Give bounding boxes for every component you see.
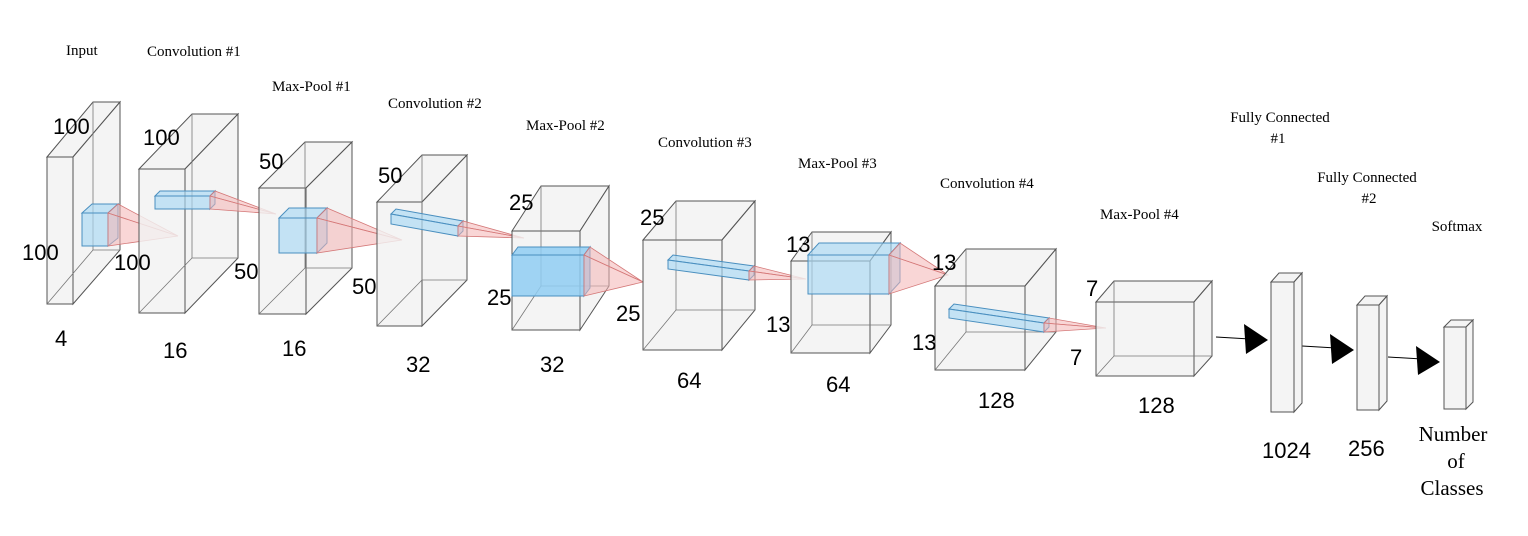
softmax-bar bbox=[1442, 318, 1475, 411]
conv1-depth: 16 bbox=[163, 338, 187, 363]
conv4-kernel bbox=[947, 303, 1107, 334]
maxpool3-bottom-dim: 13 bbox=[766, 312, 790, 337]
conv1-top-dim: 100 bbox=[143, 125, 180, 150]
layer-title-fc1-line2: #1 bbox=[1271, 131, 1286, 147]
conv4-bottom-dim: 13 bbox=[912, 330, 936, 355]
layer-title-maxpool4: Max-Pool #4 bbox=[1100, 207, 1179, 223]
maxpool1-kernel bbox=[277, 206, 403, 255]
layer-title-conv4: Convolution #4 bbox=[940, 176, 1034, 192]
arrow-to-fc1 bbox=[1215, 324, 1268, 354]
softmax-size-line1: Number bbox=[1419, 422, 1488, 446]
maxpool4-top-dim: 7 bbox=[1086, 276, 1098, 301]
layer-title-fc1-line1: Fully Connected bbox=[1230, 110, 1330, 126]
conv2-block bbox=[375, 153, 469, 328]
layer-title-input: Input bbox=[66, 43, 98, 59]
conv3-kernel bbox=[666, 254, 807, 282]
conv2-bottom-dim: 50 bbox=[352, 274, 376, 299]
fc2-bar bbox=[1355, 294, 1389, 412]
fc2-size: 256 bbox=[1348, 436, 1385, 461]
arrow-to-fc2 bbox=[1301, 334, 1354, 364]
conv2-depth: 32 bbox=[406, 352, 430, 377]
layer-title-fc2-line2: #2 bbox=[1362, 191, 1377, 207]
layer-title-maxpool1: Max-Pool #1 bbox=[272, 79, 351, 95]
maxpool3-depth: 64 bbox=[826, 372, 850, 397]
conv2-top-dim: 50 bbox=[378, 163, 402, 188]
input-top-dim: 100 bbox=[53, 114, 90, 139]
layer-title-maxpool2: Max-Pool #2 bbox=[526, 118, 605, 134]
maxpool2-kernel bbox=[511, 245, 645, 298]
input-left-dim: 100 bbox=[22, 240, 59, 265]
fc1-bar bbox=[1269, 271, 1304, 414]
maxpool2-bottom-dim: 25 bbox=[487, 285, 511, 310]
layer-title-conv1: Convolution #1 bbox=[147, 44, 241, 60]
maxpool2-depth: 32 bbox=[540, 352, 564, 377]
conv3-bottom-dim: 25 bbox=[616, 301, 640, 326]
conv3-depth: 64 bbox=[677, 368, 701, 393]
maxpool3-top-dim: 13 bbox=[786, 232, 810, 257]
layer-title-softmax: Softmax bbox=[1432, 219, 1483, 235]
conv3-top-dim: 25 bbox=[640, 205, 664, 230]
maxpool2-top-dim: 25 bbox=[509, 190, 533, 215]
softmax-size-line3: Classes bbox=[1421, 476, 1484, 500]
arrow-to-softmax bbox=[1387, 346, 1440, 375]
conv1-bottom-dim: 100 bbox=[114, 250, 151, 275]
layer-title-conv2: Convolution #2 bbox=[388, 96, 482, 112]
maxpool4-depth: 128 bbox=[1138, 393, 1175, 418]
conv2-kernel bbox=[389, 208, 525, 239]
maxpool4-bottom-dim: 7 bbox=[1070, 345, 1082, 370]
softmax-size-line2: of bbox=[1447, 449, 1465, 473]
fc1-size: 1024 bbox=[1262, 438, 1311, 463]
conv4-depth: 128 bbox=[978, 388, 1015, 413]
layer-title-maxpool3: Max-Pool #3 bbox=[798, 156, 877, 172]
layer-title-conv3: Convolution #3 bbox=[658, 135, 752, 151]
input-depth: 4 bbox=[55, 326, 67, 351]
input-block bbox=[45, 100, 122, 306]
maxpool1-bottom-dim: 50 bbox=[234, 259, 258, 284]
maxpool1-depth: 16 bbox=[282, 336, 306, 361]
maxpool4-block bbox=[1094, 279, 1214, 378]
layer-title-fc2-line1: Fully Connected bbox=[1317, 170, 1417, 186]
conv4-top-dim: 13 bbox=[932, 250, 956, 275]
maxpool1-top-dim: 50 bbox=[259, 149, 283, 174]
maxpool3-kernel bbox=[806, 241, 950, 296]
